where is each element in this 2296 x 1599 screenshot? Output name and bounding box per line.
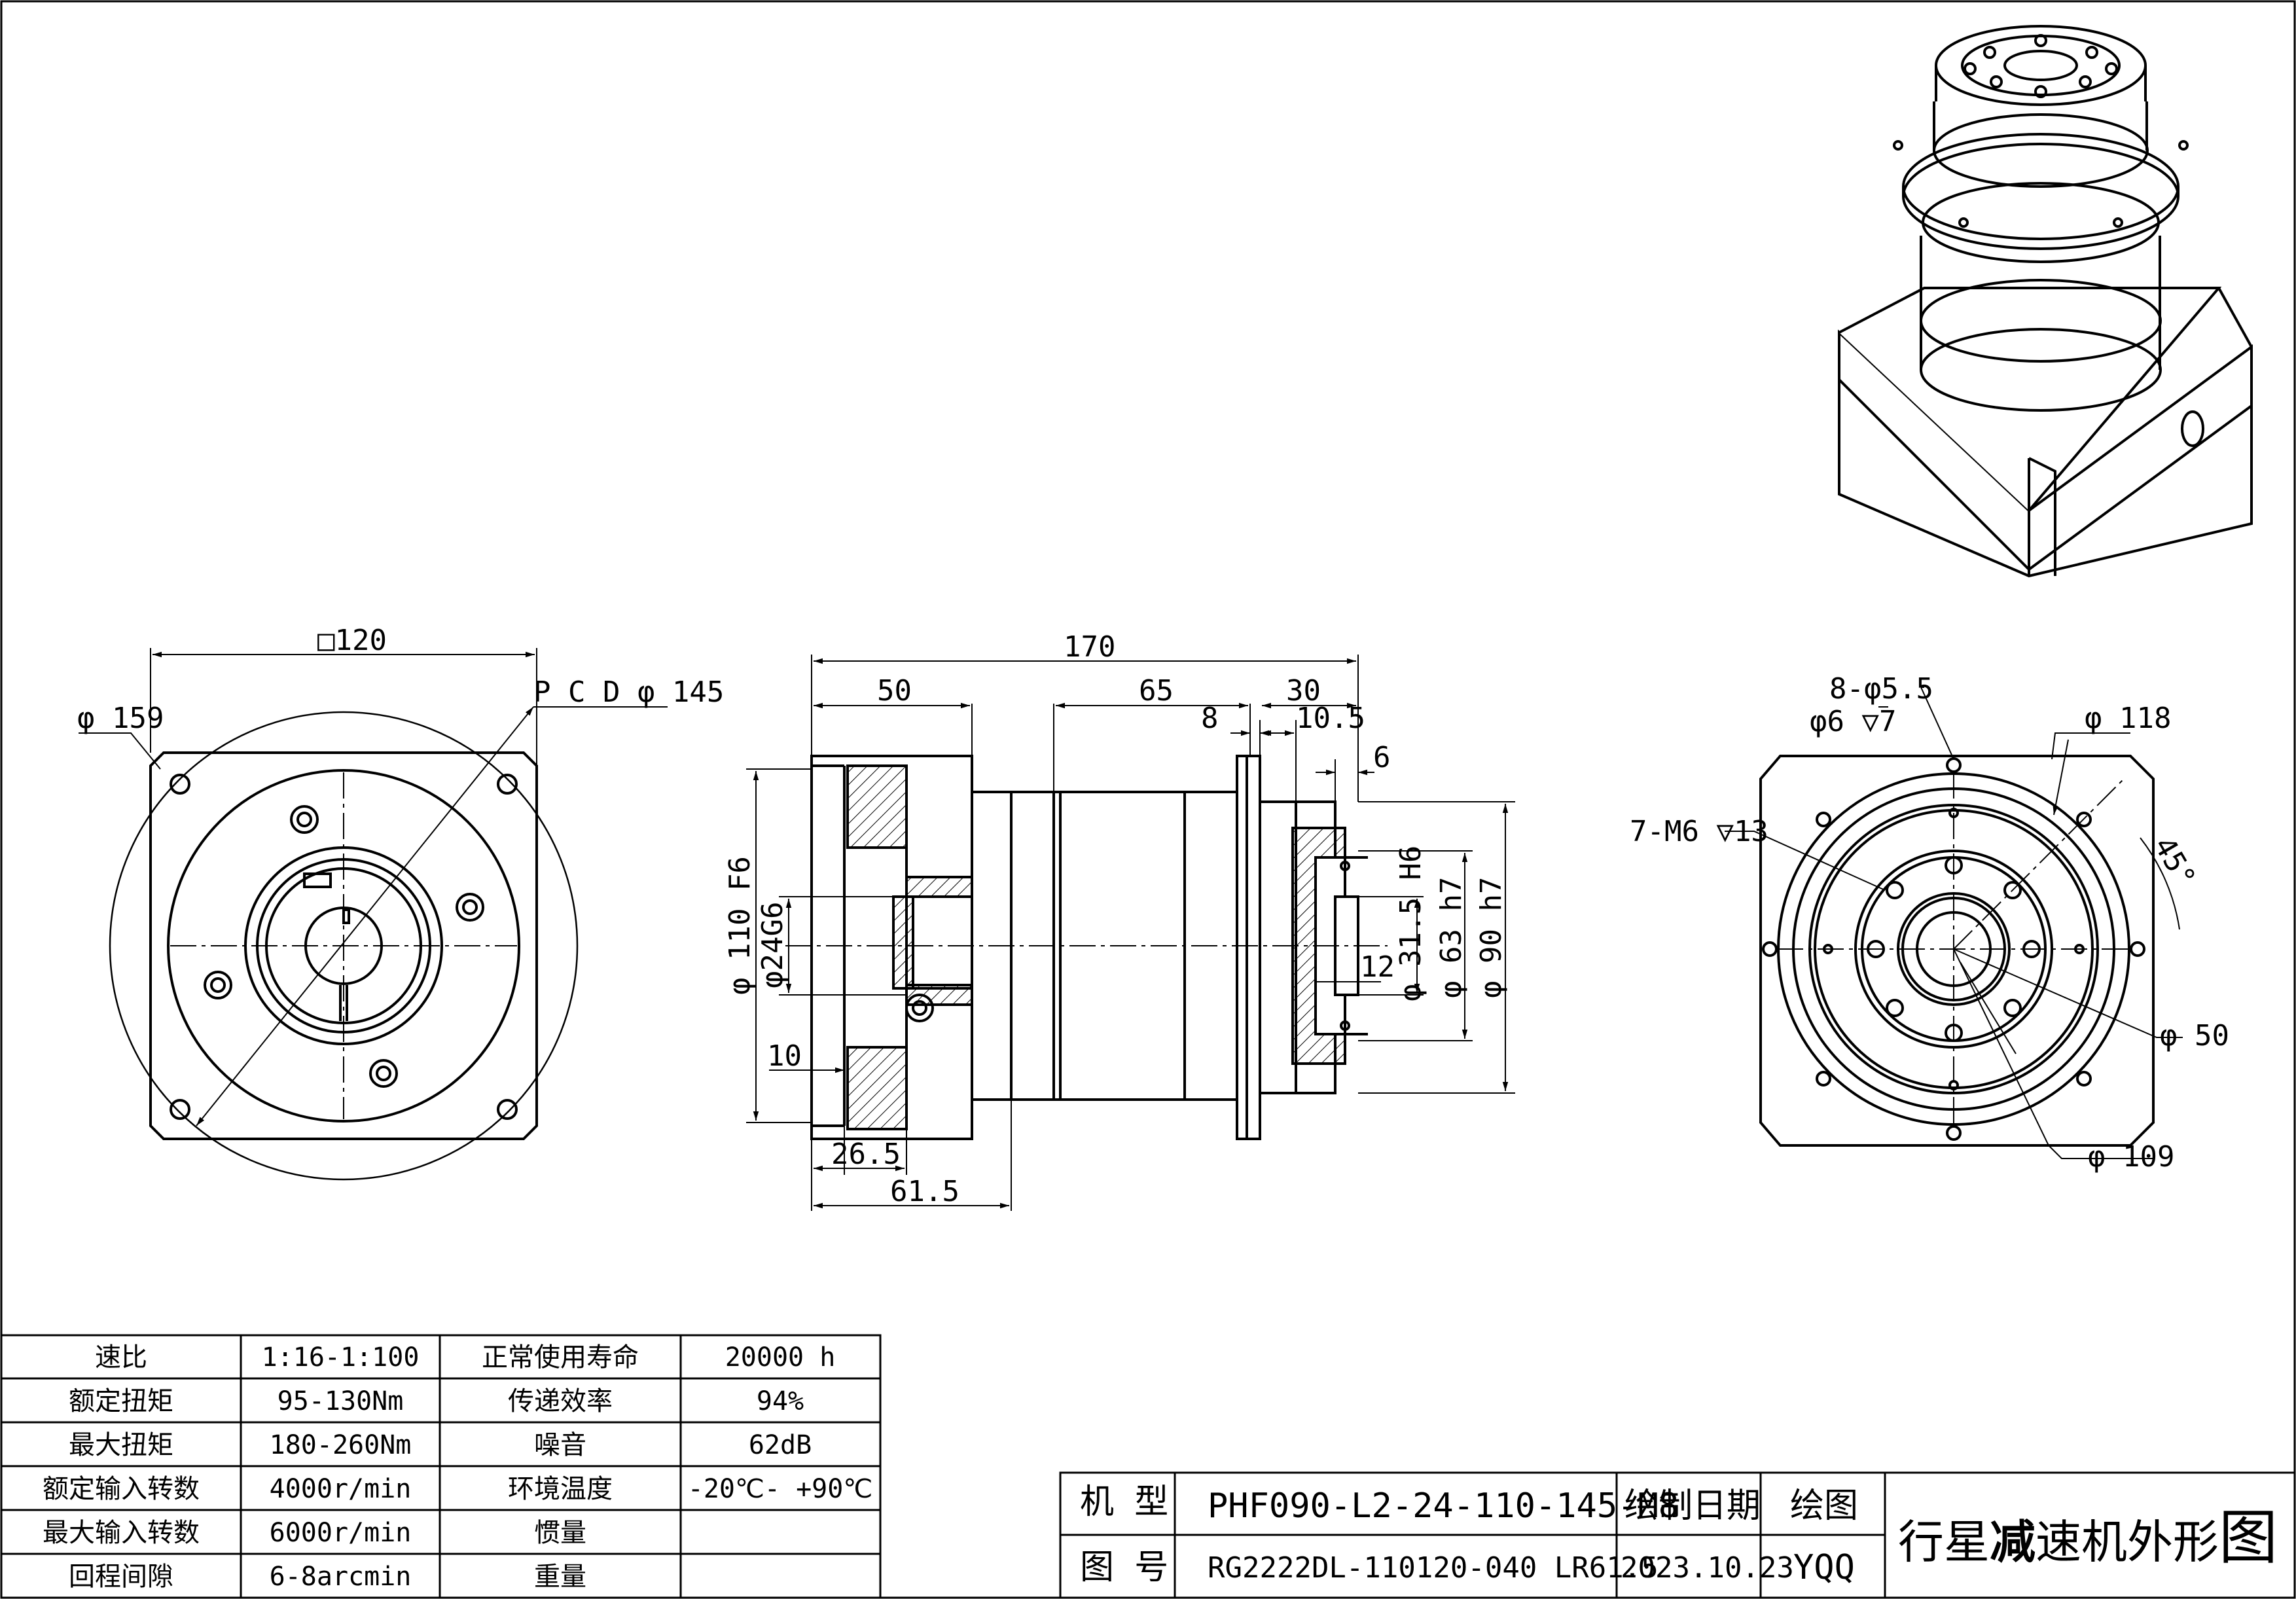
front-view-labels: □120 φ 159 P C D φ 145 [77,624,724,735]
date-value: 2023.10.23 [1621,1551,1794,1585]
dim-8: 8 [1201,702,1219,735]
isometric-view [1838,25,2253,578]
dim-total-length: 170 [1064,630,1115,664]
title-block [1059,1471,2296,1599]
spec-param-name: 回程间隙 [69,1562,173,1592]
dim-dia-110: φ 110 F6 [723,856,757,995]
dim-dia-63: φ 63 h7 [1435,877,1468,998]
title-block-labels: 机 型 PHF090-L2-24-110-145-M8 图 号 RG2222DL… [1080,1482,2278,1587]
callout-thread: 7-M6 ▽13 [1630,815,1768,848]
side-view-labels: 170 50 65 30 8 10.5 6 φ 110 F6 φ24G6 10 … [723,630,1508,1208]
dim-dia-24: φ24G6 [756,902,789,988]
dim-pcd: P C D φ 145 [533,675,724,709]
dim-dia-109: φ 109 [2088,1140,2174,1174]
spec-param-value: 180-260Nm [270,1430,412,1460]
spec-param-value: -20℃- +90℃ [688,1474,873,1504]
dim-12: 12 [1360,950,1395,984]
spec-param-name: 惯量 [534,1518,586,1548]
end-view [1725,687,2183,1159]
spec-param-name: 最大扭矩 [69,1430,173,1460]
spec-table-cells: 速比 1:16-1:100 正常使用寿命 20000 h 额定扭矩 95-130Nm 传递效… [43,1342,872,1592]
model-value: PHF090-L2-24-110-145-M8 [1208,1486,1679,1526]
dim-65: 65 [1139,674,1174,708]
end-view-labels: 8-φ5.5 φ6 ▽7 7-M6 ▽13 φ 118 45° φ 50 φ 1… [1630,672,2229,1174]
title-suffix: 速机外形 [2036,1515,2219,1569]
drawer-value: YQQ [1793,1548,1855,1587]
spec-param-name: 环境温度 [508,1474,613,1504]
spec-param-value: 1:16-1:100 [262,1342,420,1373]
drawing-no-label: 图 号 [1080,1548,1168,1587]
spec-param-value: 20000 h [725,1342,836,1373]
dim-10-5: 10.5 [1296,702,1365,735]
dim-50: 50 [877,674,912,708]
model-label: 机 型 [1080,1482,1168,1522]
dim-61-5: 61.5 [890,1175,960,1208]
dim-dia-31-5: φ 31.5 H6 [1394,846,1427,1001]
spec-param-name: 重量 [534,1562,586,1592]
dim-square-120: □120 [317,624,387,657]
title-prefix: 行星 [1898,1515,1990,1569]
dim-dia-118: φ 118 [2085,702,2171,735]
spec-param-name: 最大输入转数 [43,1518,200,1548]
dim-26-5: 26.5 [831,1138,901,1171]
callout-holes: 8-φ5.5 [1829,672,1933,706]
dim-30: 30 [1286,674,1321,708]
spec-param-value: 6-8arcmin [270,1562,412,1592]
title-emphasis: 减 [1990,1515,2036,1569]
spec-param-value: 6000r/min [270,1518,412,1548]
dim-dia-50: φ 50 [2160,1019,2229,1052]
spec-param-name: 传递效率 [508,1386,613,1416]
dim-outer-diameter: φ 159 [77,702,164,735]
drawing-no-value: RG2222DL-110120-040 LR61.5 [1208,1551,1659,1585]
dim-6: 6 [1373,741,1391,774]
dim-dia-90: φ 90 h7 [1475,877,1508,998]
side-view [746,655,1515,1211]
drawing-title: 行星减速机外形图 [1898,1503,2278,1572]
spec-param-name: 速比 [95,1342,147,1373]
spec-param-value: 4000r/min [270,1474,412,1504]
dim-10: 10 [767,1039,802,1073]
spec-param-name: 正常使用寿命 [482,1342,639,1373]
title-last: 图 [2219,1503,2278,1572]
spec-param-name: 额定扭矩 [69,1386,173,1416]
spec-param-value: 95-130Nm [278,1386,404,1416]
spec-param-value: 62dB [749,1430,812,1460]
front-view [79,648,668,1181]
drawer-label: 绘图 [1790,1486,1858,1526]
spec-table [0,1334,882,1599]
dim-angle-45: 45° [2147,831,2202,893]
date-label: 绘制日期 [1624,1486,1761,1526]
spec-param-name: 额定输入转数 [43,1474,200,1504]
spec-param-value: 94% [757,1386,804,1416]
spec-param-name: 噪音 [534,1430,586,1460]
callout-holes-depth: φ6 ▽7 [1810,705,1896,738]
